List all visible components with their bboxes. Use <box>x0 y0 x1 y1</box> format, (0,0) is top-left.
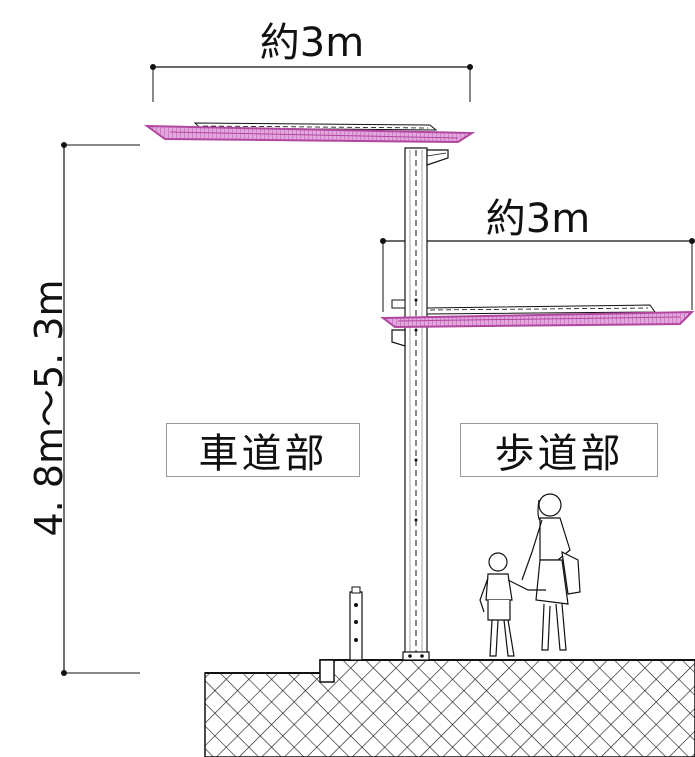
lower-width-label: 約3m <box>486 196 590 242</box>
ground <box>204 659 695 757</box>
height-dimension: 4. 8m～5. 3m <box>27 142 140 676</box>
pedestrians <box>479 493 581 657</box>
top-lamp <box>143 122 476 166</box>
adult-figure <box>521 493 581 651</box>
sidewalk-lamp <box>380 299 695 347</box>
bollard <box>349 586 363 661</box>
top-width-dimension: 約3m <box>150 20 473 102</box>
height-label: 4. 8m～5. 3m <box>27 279 71 536</box>
curb-stone <box>319 659 335 683</box>
roadway-label: 車道部 <box>166 423 360 477</box>
child-figure <box>479 552 546 657</box>
sidewalk-label: 歩道部 <box>460 423 658 477</box>
lower-width-dimension: 約3m <box>380 196 695 312</box>
top-width-label: 約3m <box>260 20 364 66</box>
pole <box>402 147 430 661</box>
